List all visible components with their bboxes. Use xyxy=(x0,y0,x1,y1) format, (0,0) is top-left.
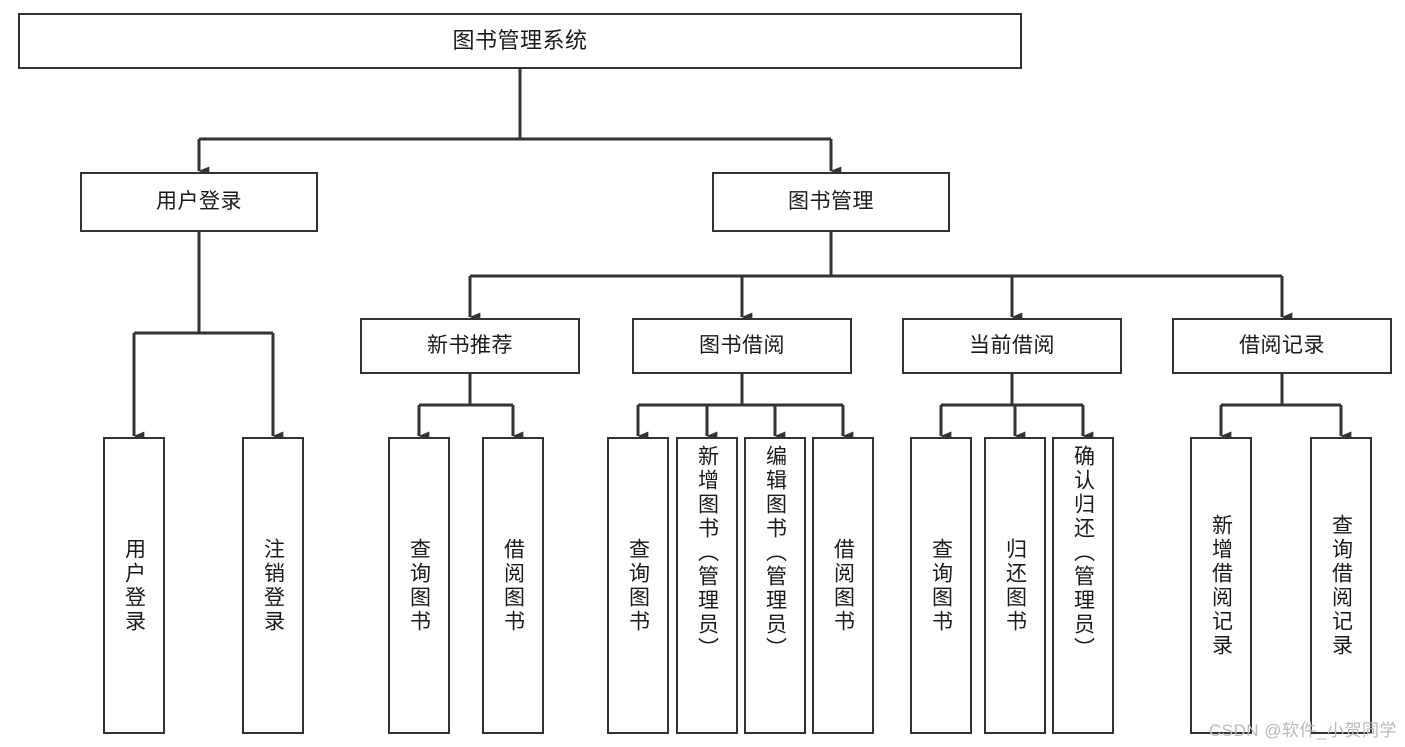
node-label: 查询图书 xyxy=(929,537,953,634)
edge-paths xyxy=(132,69,1352,441)
leaf-user-logout[interactable]: 注销登录 xyxy=(242,437,304,734)
node-label: 借阅记录 xyxy=(1239,333,1325,357)
node-label: 归还图书 xyxy=(1003,537,1027,634)
leaf-return-book[interactable]: 归还图书 xyxy=(984,437,1046,734)
node-label: 图书管理系统 xyxy=(452,28,588,54)
node-label: 用户登录 xyxy=(156,189,242,213)
leaf-edit-book-admin[interactable]: 编辑图书（管理员） xyxy=(744,437,806,734)
leaf-query-book-2[interactable]: 查询图书 xyxy=(607,437,669,734)
node-book-borrow[interactable]: 图书借阅 xyxy=(632,318,852,374)
node-label: 当前借阅 xyxy=(969,333,1055,357)
node-root[interactable]: 图书管理系统 xyxy=(18,13,1022,69)
leaf-user-login[interactable]: 用户登录 xyxy=(103,437,165,734)
node-label: 确认归还（管理员） xyxy=(1071,445,1095,661)
node-current-borrow[interactable]: 当前借阅 xyxy=(902,318,1122,374)
node-new-book-recommend[interactable]: 新书推荐 xyxy=(360,318,580,374)
node-label: 编辑图书（管理员） xyxy=(763,445,787,661)
leaf-add-book-admin[interactable]: 新增图书（管理员） xyxy=(676,437,738,734)
leaf-query-book-3[interactable]: 查询图书 xyxy=(910,437,972,734)
leaf-query-book-1[interactable]: 查询图书 xyxy=(388,437,450,734)
csdn-watermark: CSDN @软件_小贺同学 xyxy=(1208,721,1397,740)
node-borrow-record[interactable]: 借阅记录 xyxy=(1172,318,1392,374)
node-label: 借阅图书 xyxy=(831,537,855,634)
leaf-borrow-book-1[interactable]: 借阅图书 xyxy=(482,437,544,734)
node-label: 图书借阅 xyxy=(699,333,785,357)
node-label: 新增图书（管理员） xyxy=(695,445,719,661)
node-label: 查询图书 xyxy=(407,537,431,634)
leaf-confirm-return-admin[interactable]: 确认归还（管理员） xyxy=(1052,437,1114,734)
node-label: 借阅图书 xyxy=(501,537,525,634)
node-label: 新增借阅记录 xyxy=(1209,513,1233,658)
node-book-manage[interactable]: 图书管理 xyxy=(712,172,950,232)
node-label: 图书管理 xyxy=(788,189,874,213)
node-label: 注销登录 xyxy=(261,537,285,634)
leaf-query-borrow-record[interactable]: 查询借阅记录 xyxy=(1310,437,1372,734)
node-label: 新书推荐 xyxy=(427,333,513,357)
node-user-login[interactable]: 用户登录 xyxy=(80,172,318,232)
node-label: 查询图书 xyxy=(626,537,650,634)
node-label: 用户登录 xyxy=(122,537,146,634)
leaf-add-borrow-record[interactable]: 新增借阅记录 xyxy=(1190,437,1252,734)
node-label: 查询借阅记录 xyxy=(1329,513,1353,658)
leaf-borrow-book-2[interactable]: 借阅图书 xyxy=(812,437,874,734)
